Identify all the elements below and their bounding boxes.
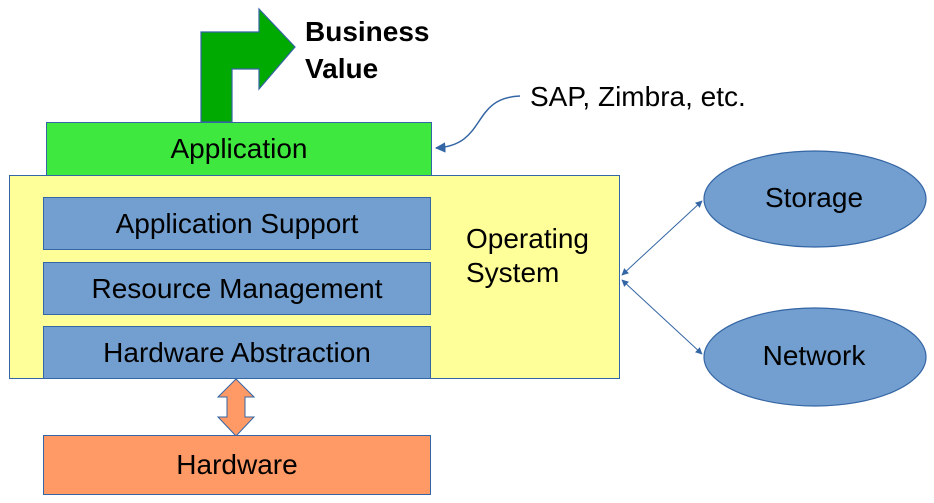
storage-connector xyxy=(621,200,703,276)
layer-application-support[interactable]: Application Support xyxy=(43,197,431,250)
business-value-line2: Value xyxy=(305,53,379,84)
layer-label: Application Support xyxy=(115,207,359,239)
os-label-line1: Operating xyxy=(466,223,589,254)
business-value-label: Business Value xyxy=(305,13,430,87)
hardware-box[interactable]: Hardware xyxy=(43,435,431,495)
application-label: Application xyxy=(170,133,308,164)
layer-hardware-abstraction[interactable]: Hardware Abstraction xyxy=(43,326,431,379)
application-examples-label: SAP, Zimbra, etc. xyxy=(530,81,746,112)
network-ellipse[interactable] xyxy=(703,307,927,407)
business-value-arrow-icon xyxy=(200,7,296,123)
operating-system-label: Operating System xyxy=(466,222,589,290)
layer-label: Resource Management xyxy=(91,272,383,304)
os-label-line2: System xyxy=(466,257,560,288)
layer-resource-management[interactable]: Resource Management xyxy=(43,262,431,315)
examples-connector xyxy=(434,95,521,153)
storage-label: Storage xyxy=(764,182,864,213)
storage-ellipse[interactable] xyxy=(703,150,927,248)
business-value-line1: Business xyxy=(305,16,430,47)
network-connector xyxy=(621,279,703,355)
network-label: Network xyxy=(762,340,866,371)
hardware-label: Hardware xyxy=(176,449,298,480)
layer-label: Hardware Abstraction xyxy=(103,336,371,368)
application-box[interactable]: Application xyxy=(46,122,432,176)
